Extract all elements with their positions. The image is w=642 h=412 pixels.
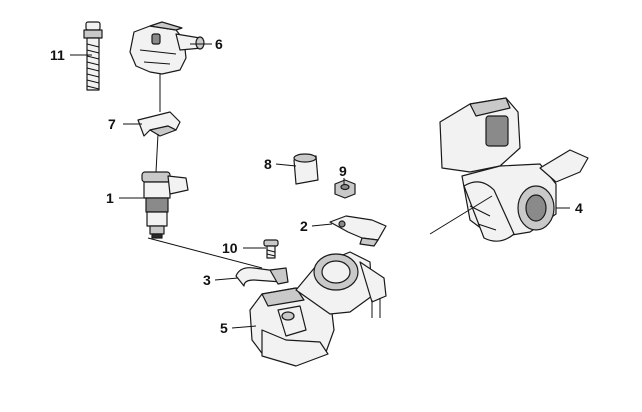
assembled-throttle-body-part-4 (439, 97, 589, 242)
clip-part-7 (137, 111, 181, 137)
leader-2 (311, 223, 333, 227)
guide-line-7-1 (155, 133, 159, 173)
sleeve-part-8 (293, 153, 319, 185)
leader-3 (214, 277, 239, 281)
fuel-injector-part-1 (141, 171, 189, 239)
callout-8: 8 (264, 156, 272, 172)
clamp-part-3 (235, 267, 289, 287)
guide-line-4 (429, 195, 493, 235)
callout-10: 10 (222, 240, 238, 256)
throttle-body-part-5 (249, 251, 387, 367)
leader-5 (231, 325, 257, 329)
callout-2: 2 (300, 218, 308, 234)
injector-cap-part-6 (129, 21, 205, 75)
callout-1: 1 (106, 190, 114, 206)
callout-3: 3 (203, 272, 211, 288)
leader-8 (275, 163, 297, 167)
guide-line-1-5 (147, 237, 263, 269)
callout-9: 9 (339, 163, 347, 179)
screw-part-10 (263, 239, 279, 259)
callout-11: 11 (50, 47, 65, 63)
callout-7: 7 (108, 116, 116, 132)
nut-part-9 (334, 179, 356, 199)
bracket-part-2 (329, 215, 387, 247)
callout-4: 4 (575, 200, 583, 216)
bolt-part-11 (83, 21, 103, 91)
callout-6: 6 (215, 36, 223, 52)
callout-5: 5 (220, 320, 228, 336)
